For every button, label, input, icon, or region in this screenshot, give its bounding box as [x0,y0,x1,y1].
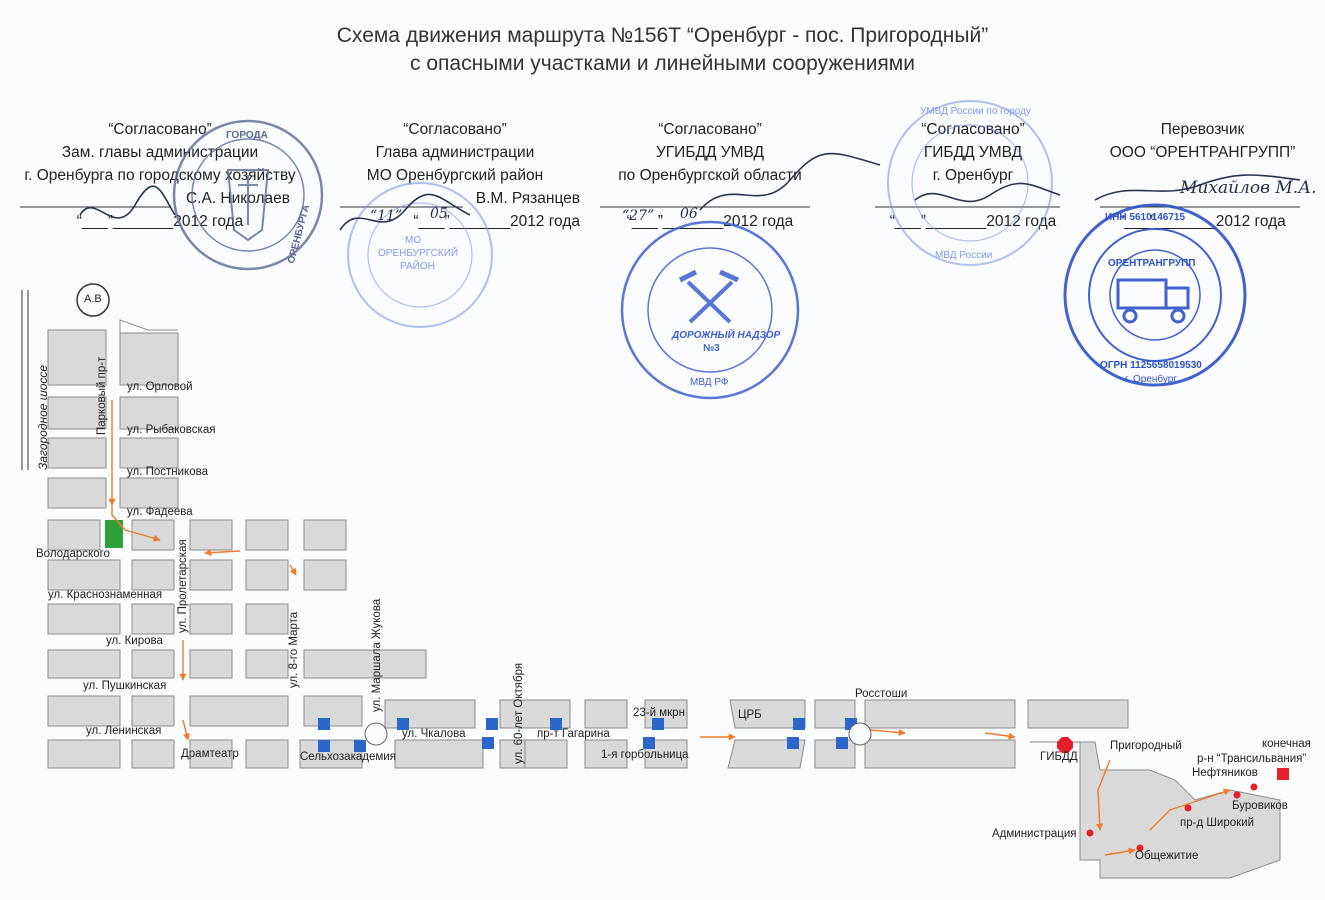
handwritten-date-day: “11” [370,208,403,224]
place-label: Росстоши [855,688,908,700]
place-label: Нефтяников [1192,767,1258,779]
stamp-city-orenburg [172,119,324,271]
route-line [108,400,1231,856]
approval-heading: “Согласовано” [921,121,1025,138]
place-label: Сельхозакадемия [300,751,396,763]
place-label: Буровиков [1232,800,1288,812]
place-label: 23-й мкрн [633,707,685,719]
place-label: ЦРБ [738,709,762,721]
gibdd-post-icon [1057,737,1073,753]
approval-role: Глава администрации [375,144,535,161]
zagorodnoe-road [21,290,29,470]
document-title: Схема движения маршрута №156Т “Оренбург … [0,22,1325,78]
stamp-orentrangrupp [1063,203,1247,387]
place-label: Пригородный [1110,740,1182,752]
approval-role: ГИБДД УМВД [923,144,1023,161]
place-label: р-н “Трансильвания” [1197,753,1307,765]
place-label: конечная [1262,738,1311,750]
stamp4-top-text: УМВД России по городу [920,106,1031,117]
stamp4-bottom-text: МВД России [935,250,993,261]
place-label: Драмтеатр [181,748,239,760]
stamp2-line1: МО [405,235,422,246]
street-label-vertical: ул. Маршала Жукова [371,598,383,712]
city-blocks [47,329,1281,879]
title-line-1: Схема движения маршрута №156Т “Оренбург … [336,24,989,47]
approval-org: по Оренбургской области [618,167,802,184]
street-label: ул. Фадеева [127,506,193,518]
green-block [105,520,123,548]
place-label: Общежитие [1135,850,1199,862]
road-signs [318,718,857,752]
approval-block-3: “Согласовано” УГИБДД УМВД по Оренбургско… [595,118,825,233]
street-label-vertical: Парковый пр-т [96,356,108,435]
street-label-vertical: ул. Пролетарская [177,539,189,633]
street-label: ул. Рыбаковская [127,424,216,436]
street-label: ул. Ленинская [86,725,162,737]
place-label: Администрация [992,828,1077,840]
stamp5-center-text: ОРЕНТРАНГРУПП [1108,258,1196,269]
place-label: 1-я горбольница [601,749,689,761]
stamp1-text: ГОРОДА [226,130,268,141]
street-label: ул. Чкалова [402,728,466,740]
approval-heading: “Согласовано” [403,121,507,138]
street-label: Володарского [36,548,110,560]
approval-org: г. Оренбург [932,167,1014,184]
handwritten-date-day: “27” [622,208,655,224]
approval-block-2: “Согласовано” Глава администрации МО Оре… [330,118,580,233]
title-line-2: с опасными участками и линейными сооруже… [410,52,915,75]
street-label-vertical: ул. 60-лет Октября [513,662,525,764]
signature-scribbles [79,152,1301,231]
street-label: пр-т Гагарина [537,728,610,740]
stamp-road-inspection [620,220,800,400]
approval-role: ООО “ОРЕНТРАНГРУПП” [1109,144,1296,161]
street-label: ул. Постникова [127,466,208,478]
stamp-orenburg-district [347,182,493,328]
place-label: ГИБДД [1040,751,1078,763]
approval-block-5: Перевозчик ООО “ОРЕНТРАНГРУПП” “___”____… [1090,118,1315,233]
stamp5-inn: ИНН 5610146715 [1105,212,1186,223]
stamp3-center-text: ДОРОЖНЫЙ НАДЗОР [672,330,781,341]
stop-dots [1086,783,1258,852]
approval-heading: Перевозчик [1160,121,1245,138]
street-label: ул. Краснознаменная [48,589,163,601]
handwritten-date-month: 05 [430,206,448,222]
street-label: ул. Пушкинская [83,680,167,692]
approval-role: УГИБДД УМВД [655,144,765,161]
handwritten-date-month: 06 [680,206,698,222]
roundabout-icon [848,722,872,746]
approval-heading: “Согласовано” [108,121,212,138]
stamp5-ogrn: ОГРН 1125658019530 [1100,360,1202,371]
street-label: ул. Орловой [127,381,193,393]
place-label: пр-д Широкий [1180,817,1254,829]
stamp2-line3: РАЙОН [400,261,435,272]
stamp2-line2: ОРЕНБУРГСКИЙ [378,248,459,259]
terminal-stop-icon [1277,768,1289,780]
stamp5-city: г. Оренбург [1125,374,1178,385]
stamp3-number: №3 [703,343,720,354]
approval-date: “___”_______2012 года [1119,213,1286,230]
stamp3-bottom-text: МВД РФ [690,377,729,388]
stamp-gibdd-city [887,100,1053,266]
street-label: ул. Кирова [106,635,163,647]
handwritten-signature: Михайлов М.А. [1180,178,1317,198]
roundabout-icon [364,722,388,746]
approval-org: МО Оренбургский район [366,167,544,184]
street-label-vertical: ул. 8-го Марта [288,611,300,688]
approval-role: Зам. главы администрации [61,144,259,161]
approval-name: В.М. Рязанцев [475,190,580,207]
bus-station-marker [76,283,110,317]
bus-station-label: А.В [84,293,102,305]
zagorodnoe-label: Загородное шоссе [36,364,50,470]
approval-heading: “Согласовано” [658,121,762,138]
